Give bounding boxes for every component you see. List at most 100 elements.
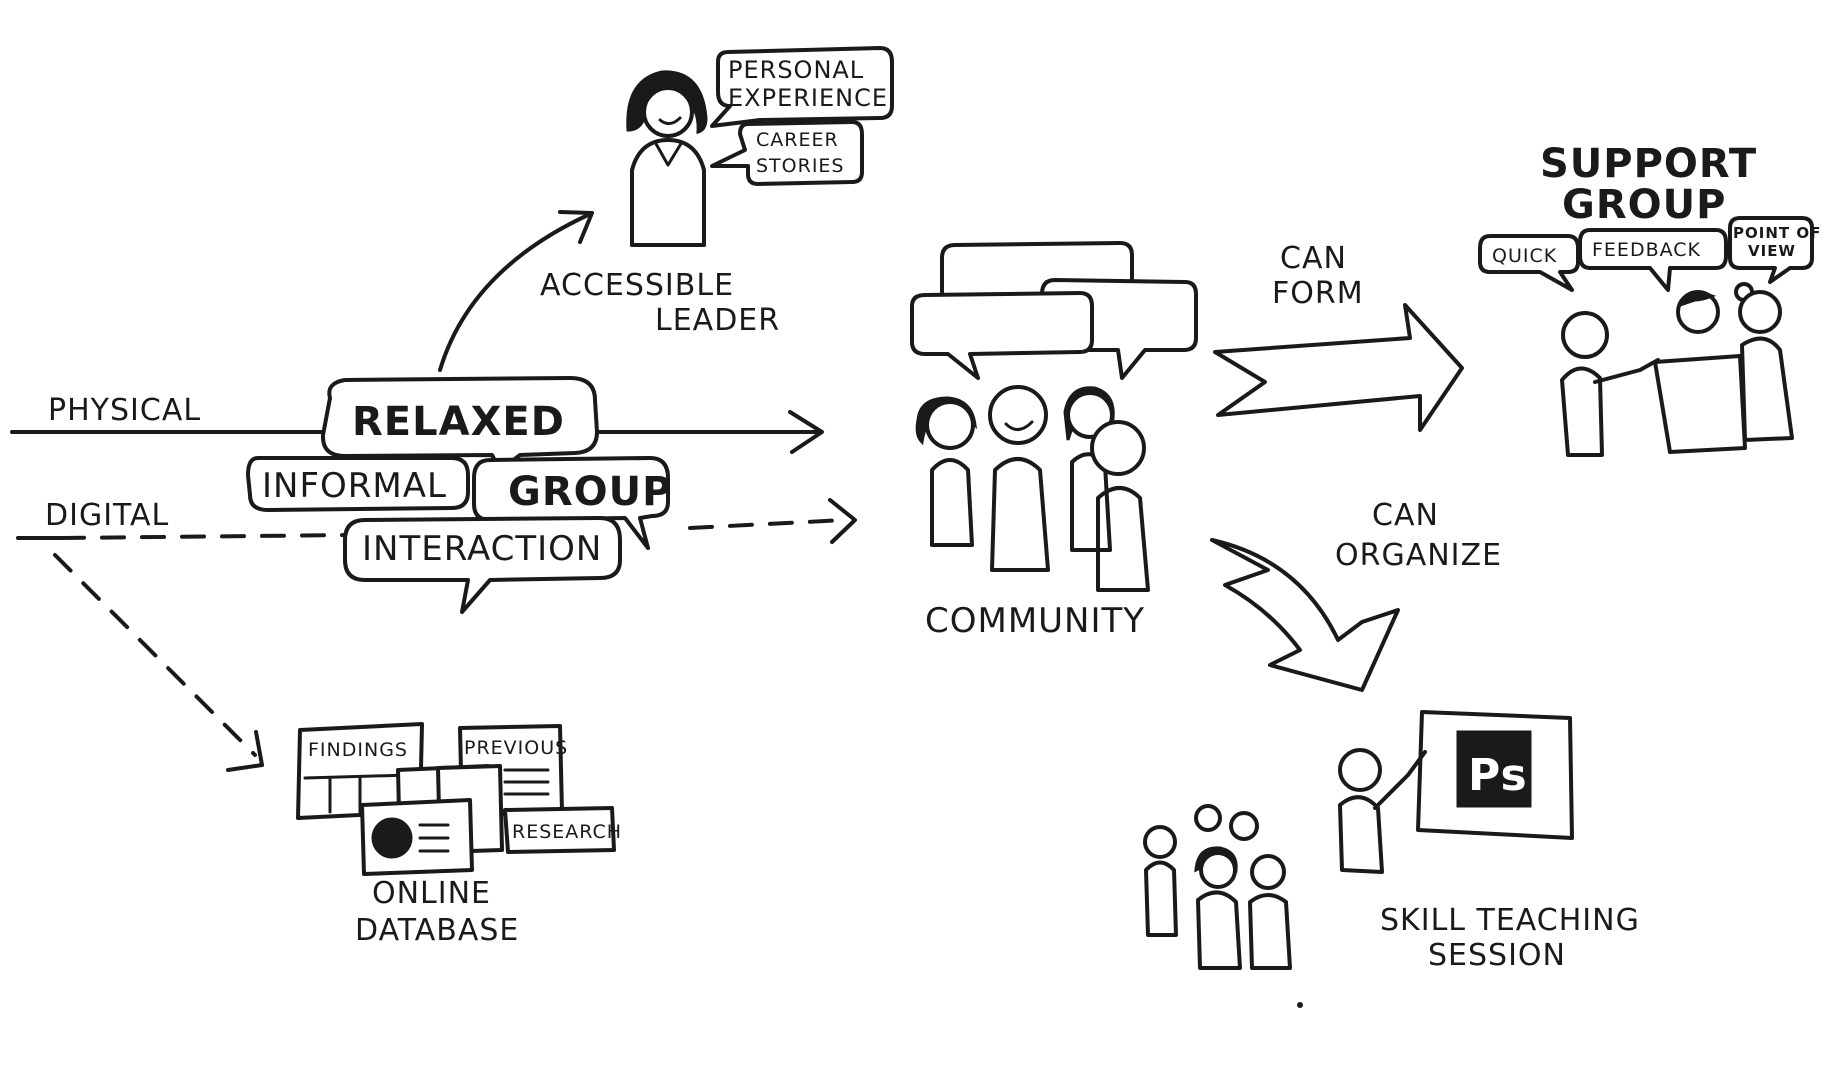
personal-label: PERSONAL xyxy=(728,56,864,84)
audience-2-face xyxy=(1194,804,1222,832)
group2-label: GROUP xyxy=(1562,182,1726,228)
sg-person-3-body xyxy=(1740,336,1794,442)
audience-icon xyxy=(1143,804,1292,970)
support-group: SUPPORT GROUP QUICK FEEDBACK POINT OF VI… xyxy=(1478,141,1821,457)
audience-5-body xyxy=(1248,893,1292,970)
online-database: FINDINGS PREVIOUS RESEARCH ONLINE DATABA… xyxy=(296,722,622,948)
digital-arrow-line xyxy=(60,533,352,540)
digital-label: DIGITAL xyxy=(45,498,169,533)
group-bubble xyxy=(472,456,670,550)
relaxed-label: RELAXED xyxy=(352,399,565,445)
skill-teaching-session: Ps SKILL TEACHING SESSION xyxy=(1143,710,1640,973)
audience-4-body xyxy=(1196,890,1242,970)
career-stories-bubble xyxy=(710,120,864,186)
person-2-smile xyxy=(1004,420,1034,431)
can-form-arrow xyxy=(1213,303,1464,432)
pie-chart-icon xyxy=(371,817,413,859)
teacher-icon xyxy=(1338,748,1427,874)
stories-label: STORIES xyxy=(756,155,845,177)
leader-label: LEADER xyxy=(655,303,780,338)
leader-face xyxy=(642,86,694,138)
audience-1-body xyxy=(1144,860,1178,937)
accessible-label: ACCESSIBLE xyxy=(540,268,734,303)
sg-person-3-face xyxy=(1738,290,1782,334)
can-organize-label-2: ORGANIZE xyxy=(1335,538,1502,573)
can-organize-label-1: CAN xyxy=(1372,498,1439,533)
database-arrow-head xyxy=(226,730,264,772)
audience-3-face xyxy=(1229,811,1259,841)
research-label: RESEARCH xyxy=(512,821,622,843)
digital-arrow-line-2 xyxy=(688,518,847,530)
informal-label: INFORMAL xyxy=(262,466,447,506)
audience-1-face xyxy=(1143,825,1177,859)
person-4-face xyxy=(1090,420,1146,476)
person-2-face xyxy=(988,385,1048,445)
support-group-people-icon xyxy=(1560,282,1794,457)
physical-arrow-head xyxy=(788,410,824,454)
point-of-label: POINT OF xyxy=(1733,224,1821,242)
can-form-label-1: CAN xyxy=(1280,241,1347,276)
ps-label: Ps xyxy=(1468,750,1528,801)
physical-label: PHYSICAL xyxy=(48,393,201,428)
leader-body xyxy=(630,138,706,247)
group-label: GROUP xyxy=(508,469,672,515)
community-bubble-front xyxy=(910,291,1094,380)
sg-desk xyxy=(1653,354,1747,454)
leader-smile xyxy=(658,116,682,125)
sg-person-1-face xyxy=(1561,311,1609,359)
feedback-label: FEEDBACK xyxy=(1592,239,1701,261)
findings-label: FINDINGS xyxy=(308,739,408,761)
can-organize-arrow xyxy=(1210,538,1400,692)
experience-label: EXPERIENCE xyxy=(728,84,888,112)
informal-bubble xyxy=(246,456,470,512)
interaction-bubble xyxy=(343,516,622,614)
community-people-icon xyxy=(915,385,1150,592)
quick-bubble xyxy=(1478,234,1580,292)
can-form-link: CAN FORM xyxy=(1213,241,1464,432)
sg-person-1-body xyxy=(1560,366,1604,457)
teacher-body xyxy=(1338,795,1384,874)
digital-channel: DIGITAL xyxy=(16,498,857,772)
quick-label: QUICK xyxy=(1492,245,1557,267)
can-organize-link: CAN ORGANIZE xyxy=(1210,498,1502,692)
person-1-body xyxy=(930,458,974,547)
relaxed-bubble xyxy=(320,376,599,472)
teacher-face xyxy=(1338,748,1382,792)
findings-grid xyxy=(303,773,412,814)
leader-arrow-head xyxy=(558,210,594,244)
community: COMMUNITY xyxy=(910,241,1198,641)
audience-5-face xyxy=(1250,854,1286,890)
accessible-leader: PERSONAL EXPERIENCE CAREER STORIES ACCES… xyxy=(438,46,894,372)
previous-lines xyxy=(503,768,550,796)
can-form-label-2: FORM xyxy=(1272,276,1364,311)
person-4-body xyxy=(1096,486,1150,592)
database-label: DATABASE xyxy=(355,913,519,948)
feedback-bubble xyxy=(1578,228,1728,292)
person-2-body xyxy=(990,457,1050,572)
online-label: ONLINE xyxy=(372,876,491,911)
stray-dot xyxy=(1297,1002,1303,1008)
view-label: VIEW xyxy=(1748,242,1796,260)
support-label: SUPPORT xyxy=(1540,141,1757,187)
previous-label: PREVIOUS xyxy=(464,737,568,759)
research-card xyxy=(503,806,616,854)
person-1-face xyxy=(925,400,975,450)
personal-experience-bubble xyxy=(710,46,894,128)
point-of-view-bubble xyxy=(1728,216,1814,284)
chart-card-lines xyxy=(418,823,450,853)
photoshop-logo-icon xyxy=(1456,730,1532,808)
interaction-label: INTERACTION xyxy=(362,529,602,569)
teacher-arm xyxy=(1373,750,1427,810)
interaction-bubbles: RELAXED INFORMAL GROUP INTERACTION xyxy=(246,376,672,614)
digital-arrow-head xyxy=(828,498,857,544)
skill-teaching-label: SKILL TEACHING xyxy=(1380,903,1640,938)
sg-person-2-hair xyxy=(1676,292,1717,308)
career-label: CAREER xyxy=(756,129,839,151)
leader-figure-icon xyxy=(626,70,708,247)
sg-person-1-arm xyxy=(1593,358,1660,384)
leader-arrow-line xyxy=(438,213,590,372)
database-arrow-line xyxy=(53,553,257,757)
audience-4-face xyxy=(1199,851,1237,889)
session-label: SESSION xyxy=(1428,938,1566,973)
